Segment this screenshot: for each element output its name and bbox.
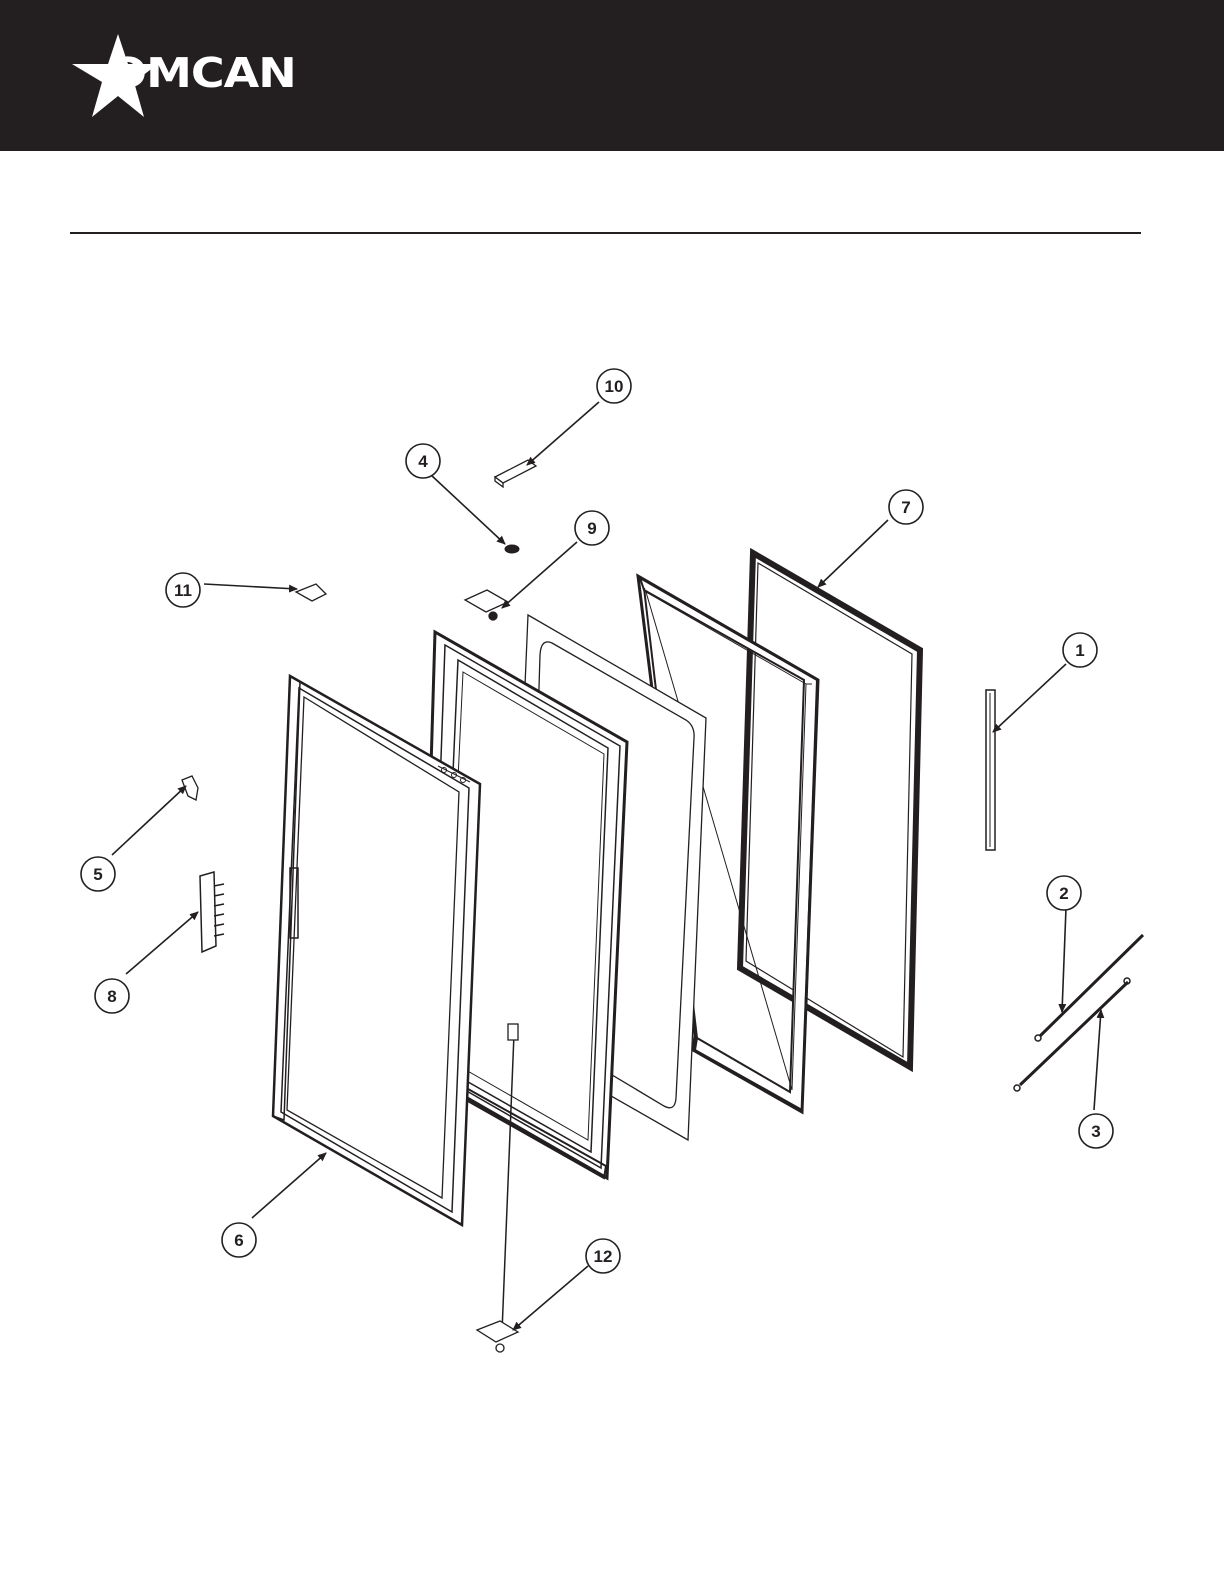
callout-7: 7 [889,490,923,524]
svg-text:5: 5 [93,865,102,884]
callout-9: 9 [575,511,609,545]
svg-text:2: 2 [1059,884,1068,903]
part-handle [200,872,224,952]
callout-11: 11 [166,573,200,607]
svg-text:8: 8 [107,987,116,1006]
part-top-hinge [465,590,508,620]
callout-1: 1 [1063,633,1097,667]
part-hinge-plate [495,460,536,487]
part-washer [505,545,519,553]
part-top-cap [296,584,326,601]
callout-4: 4 [406,444,440,478]
callout-5: 5 [81,857,115,891]
svg-text:1: 1 [1075,641,1084,660]
svg-text:3: 3 [1091,1122,1100,1141]
svg-text:6: 6 [234,1231,243,1250]
svg-text:12: 12 [594,1247,613,1266]
callout-10: 10 [597,369,631,403]
svg-text:11: 11 [174,581,192,600]
callout-12: 12 [586,1239,620,1273]
svg-text:9: 9 [587,519,596,538]
svg-text:7: 7 [901,498,910,517]
part-rear-gasket [740,553,920,1067]
callout-6: 6 [222,1223,256,1257]
part-vertical-rail [986,690,995,850]
callout-2: 2 [1047,876,1081,910]
svg-text:4: 4 [418,452,428,471]
callout-3: 3 [1079,1114,1113,1148]
part-cables [1014,935,1143,1091]
svg-text:10: 10 [605,377,624,396]
callout-8: 8 [95,979,129,1013]
